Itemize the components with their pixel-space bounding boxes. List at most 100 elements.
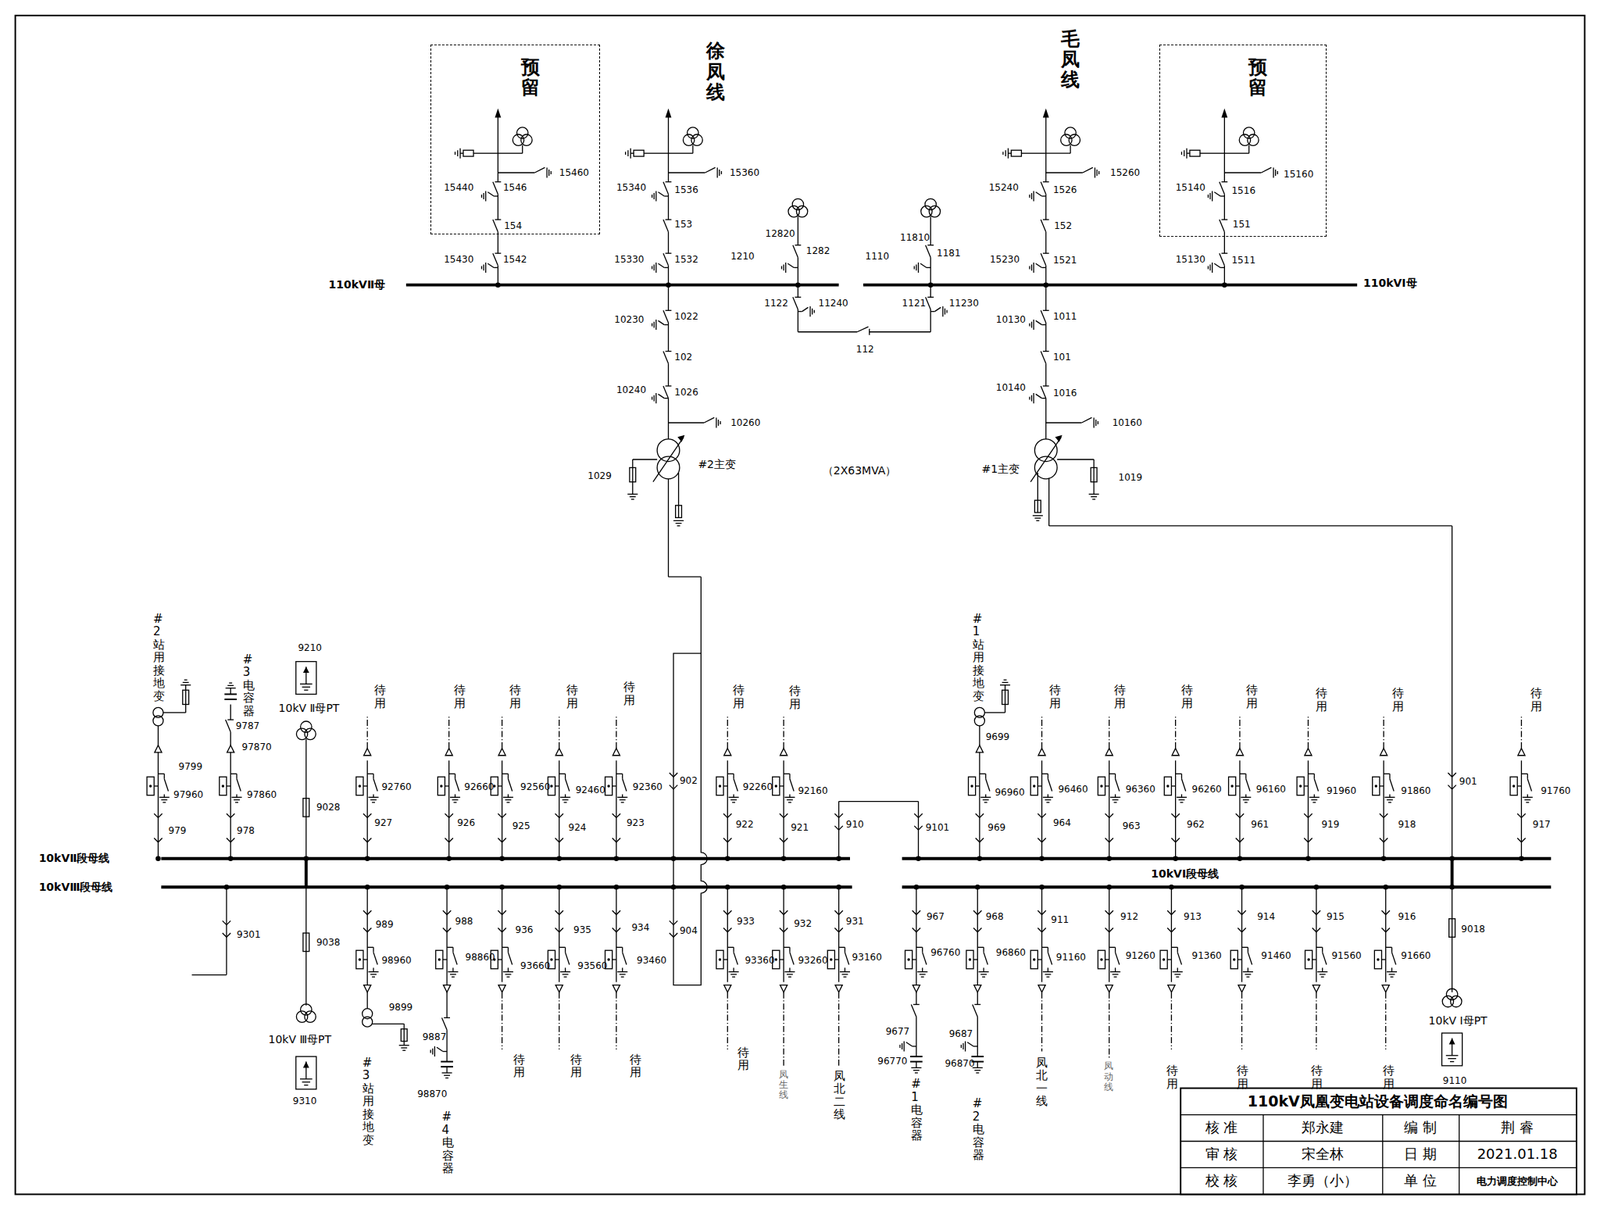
table-cell: 电力调度控制中心 xyxy=(1476,1175,1558,1186)
device-number: 917 xyxy=(1532,819,1551,829)
wire-line xyxy=(160,799,168,800)
wire-line xyxy=(617,971,628,972)
wire-line xyxy=(430,1050,432,1054)
current-transformer xyxy=(1166,784,1169,787)
cable-arrow xyxy=(780,748,788,756)
wire-line xyxy=(792,245,799,258)
bus-label: 10kVⅠ段母线 xyxy=(1150,867,1219,879)
handcart-plug xyxy=(612,813,621,818)
wire-line xyxy=(1446,1054,1459,1056)
wire-line xyxy=(1247,946,1249,953)
vertical-label: #2电容器 xyxy=(972,1096,985,1162)
wire-line xyxy=(370,973,377,975)
handcart-plug xyxy=(555,910,564,915)
vertical-label: #2站用接地变 xyxy=(153,612,165,704)
wire-line xyxy=(368,796,379,798)
voltage-transformer xyxy=(300,1003,312,1015)
wire-line xyxy=(727,760,729,858)
wire-line xyxy=(1219,253,1225,266)
wire-line xyxy=(230,773,237,775)
handcart-plug xyxy=(1447,785,1456,790)
wire-line xyxy=(1321,946,1323,953)
wire-line xyxy=(843,976,847,978)
wire-line xyxy=(1458,1114,1460,1195)
wire-line xyxy=(372,773,374,779)
wire-line xyxy=(834,958,839,960)
device-number: 15130 xyxy=(1175,254,1206,265)
wire-line xyxy=(717,419,719,426)
wire-line xyxy=(927,244,934,246)
wire-line xyxy=(653,264,655,272)
junction-dot xyxy=(915,855,922,861)
handcart-plug xyxy=(669,932,678,937)
wire-line xyxy=(1391,946,1393,953)
wire-line xyxy=(1044,799,1051,800)
junction-dot xyxy=(1106,884,1112,890)
wire-line xyxy=(565,778,570,792)
handcart-plug xyxy=(226,838,235,843)
wire-line xyxy=(1385,992,1386,1050)
junction-dot xyxy=(1239,884,1245,890)
table-cell: 编 制 xyxy=(1403,1120,1437,1135)
wire-line xyxy=(182,682,190,683)
cable-arrow xyxy=(724,748,732,756)
wire-line xyxy=(1041,886,1043,982)
arrester-box xyxy=(1442,1032,1463,1066)
device-number: 96760 xyxy=(930,947,961,958)
fuse-symbol xyxy=(629,467,636,482)
wire-line xyxy=(227,718,234,720)
wire-line xyxy=(1108,760,1110,858)
device-number: 10260 xyxy=(730,417,761,428)
wire-line xyxy=(1386,971,1397,972)
device-number: 11810 xyxy=(900,232,930,243)
wire-line xyxy=(493,195,498,197)
wire-line xyxy=(363,958,368,960)
wire-line xyxy=(1185,148,1187,159)
wire-line xyxy=(565,952,570,965)
wire-line xyxy=(521,145,523,154)
wire-line xyxy=(814,310,815,314)
wire-line xyxy=(782,992,784,1067)
wire-line xyxy=(978,971,990,972)
device-number: 102 xyxy=(674,352,693,362)
vertical-label: 待用 xyxy=(737,1046,750,1072)
wire-line xyxy=(1275,169,1276,176)
wire-line xyxy=(1224,153,1249,154)
vertical-label: 待用 xyxy=(1236,1064,1249,1090)
wire-line xyxy=(1385,886,1386,982)
device-number: 15160 xyxy=(1283,169,1314,179)
voltage-transformer xyxy=(1446,988,1458,1000)
wire-line xyxy=(984,801,988,803)
handcart-plug xyxy=(723,838,732,843)
wire-line xyxy=(1114,801,1118,803)
wire-line xyxy=(1032,392,1034,404)
device-number: 1511 xyxy=(1231,255,1256,265)
device-number: 1121 xyxy=(902,298,927,308)
wire-line xyxy=(1174,973,1181,975)
cable-arrow xyxy=(443,985,451,993)
device-number: 97960 xyxy=(173,789,204,800)
device-number: 10240 xyxy=(616,385,647,395)
wire-line xyxy=(727,716,729,748)
voltage-transformer xyxy=(517,127,529,139)
handcart-plug xyxy=(363,928,372,933)
wire-line xyxy=(1319,973,1326,975)
handcart-plug xyxy=(1167,910,1175,915)
device-number: 913 xyxy=(1183,911,1202,922)
wire-line xyxy=(162,801,166,803)
wire-line xyxy=(1321,976,1325,978)
cable-arrow xyxy=(364,748,372,756)
component-label: 10kV Ⅲ母PT xyxy=(268,1033,333,1045)
vertical-label: 待用 xyxy=(509,683,522,710)
cable-arrow xyxy=(1105,985,1113,993)
wire-line xyxy=(1090,496,1097,497)
wire-line xyxy=(730,973,737,975)
wire-line xyxy=(564,967,566,972)
reserved-label: 预留 xyxy=(521,57,540,99)
current-transformer xyxy=(607,784,610,787)
device-number: 926 xyxy=(457,817,475,828)
fuse-symbol xyxy=(1002,689,1009,704)
wire-line xyxy=(448,760,450,858)
device-number: 91660 xyxy=(1400,950,1431,961)
wire-line xyxy=(185,685,186,691)
